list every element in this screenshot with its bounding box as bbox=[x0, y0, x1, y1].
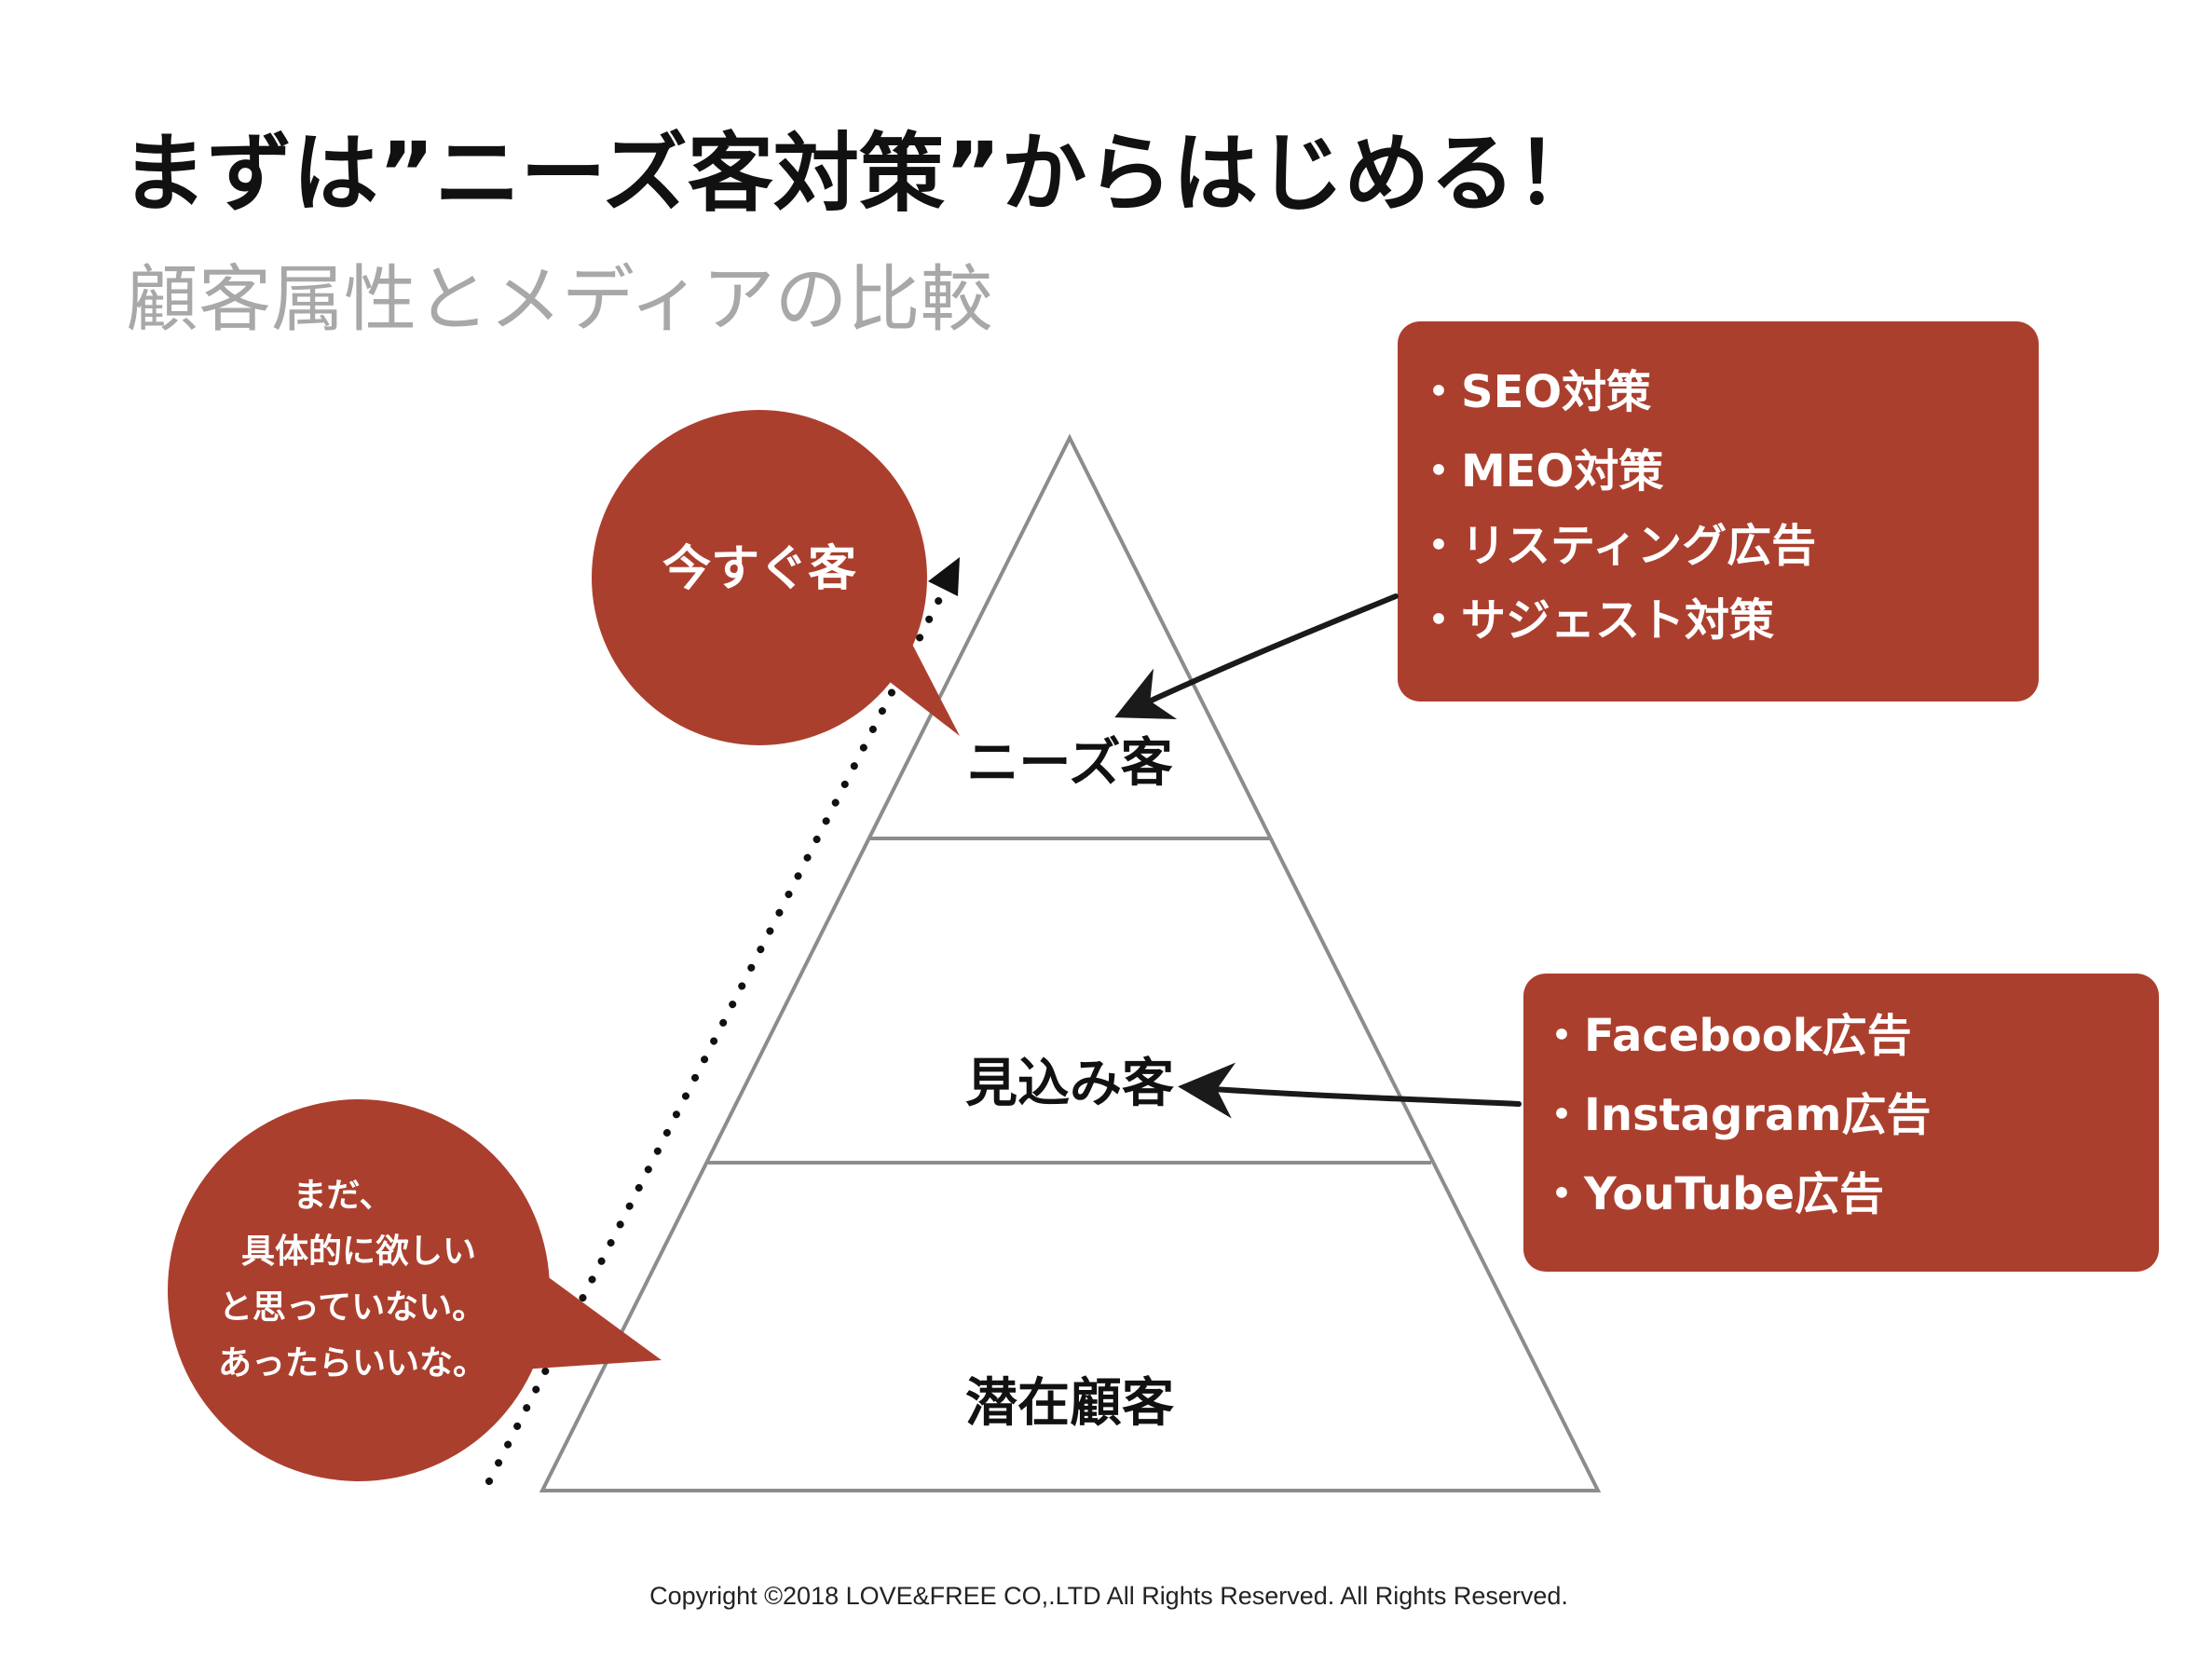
speech-bubble-latent-tail bbox=[522, 1258, 662, 1369]
prospect-media-item-instagram: ・Instagram広告 bbox=[1539, 1089, 1931, 1141]
needs-media-box: ・SEO対策 ・MEO対策 ・リスティング広告 ・サジェスト対策 bbox=[1398, 321, 2039, 702]
needs-media-item-seo: ・SEO対策 bbox=[1416, 366, 1651, 418]
tier-label-latent: 潜在顧客 bbox=[965, 1373, 1174, 1434]
arrow-prospect-media-to-prospect bbox=[1178, 1062, 1522, 1119]
customer-pyramid: ニーズ客 見込み客 潜在顧客 bbox=[539, 433, 1602, 1492]
needs-media-item-listing: ・リスティング広告 bbox=[1416, 520, 1816, 572]
speech-bubble-immediate-body bbox=[592, 410, 927, 745]
speech-bubble-latent-line-2: 具体的に欲しい bbox=[241, 1233, 476, 1271]
prospect-media-box-background bbox=[1523, 974, 2159, 1272]
needs-media-item-meo: ・MEO対策 bbox=[1416, 445, 1663, 497]
prospect-media-box: ・Facebook広告 ・Instagram広告 ・YouTube広告 bbox=[1523, 974, 2159, 1272]
arrow-needs-media-to-needs bbox=[1114, 593, 1399, 720]
speech-bubble-latent-body bbox=[168, 1099, 550, 1481]
dotted-arrow-head bbox=[928, 557, 960, 596]
speech-bubble-immediate: 今すぐ客 bbox=[592, 410, 960, 745]
speech-bubble-latent-line-1: まだ、 bbox=[294, 1177, 393, 1215]
speech-bubble-immediate-text: 今すぐ客 bbox=[662, 541, 856, 597]
tier-label-needs: ニーズ客 bbox=[966, 733, 1172, 794]
dotted-progress-arrow bbox=[485, 574, 954, 1485]
speech-bubble-latent: まだ、 具体的に欲しい と思っていない。 あったらいいな。 bbox=[168, 1099, 662, 1481]
needs-media-box-background bbox=[1398, 321, 2039, 702]
page-title: まずは”ニーズ客対策”からはじめる！ bbox=[121, 124, 1601, 224]
prospect-media-item-youtube: ・YouTube広告 bbox=[1539, 1168, 1884, 1220]
needs-media-item-suggest: ・サジェスト対策 bbox=[1416, 594, 1774, 647]
tier-label-prospect: 見込み客 bbox=[965, 1054, 1174, 1114]
speech-bubble-latent-line-3: と思っていない。 bbox=[219, 1288, 485, 1327]
prospect-media-item-facebook: ・Facebook広告 bbox=[1539, 1010, 1912, 1062]
copyright-footer: Copyright ©2018 LOVE&FREE CO,.LTD All Ri… bbox=[649, 1582, 1568, 1610]
page-subtitle: 顧客属性とメディアの比較 bbox=[126, 258, 993, 342]
pyramid-outline bbox=[539, 433, 1602, 1492]
speech-bubble-latent-line-4: あったらいいな。 bbox=[218, 1344, 486, 1383]
